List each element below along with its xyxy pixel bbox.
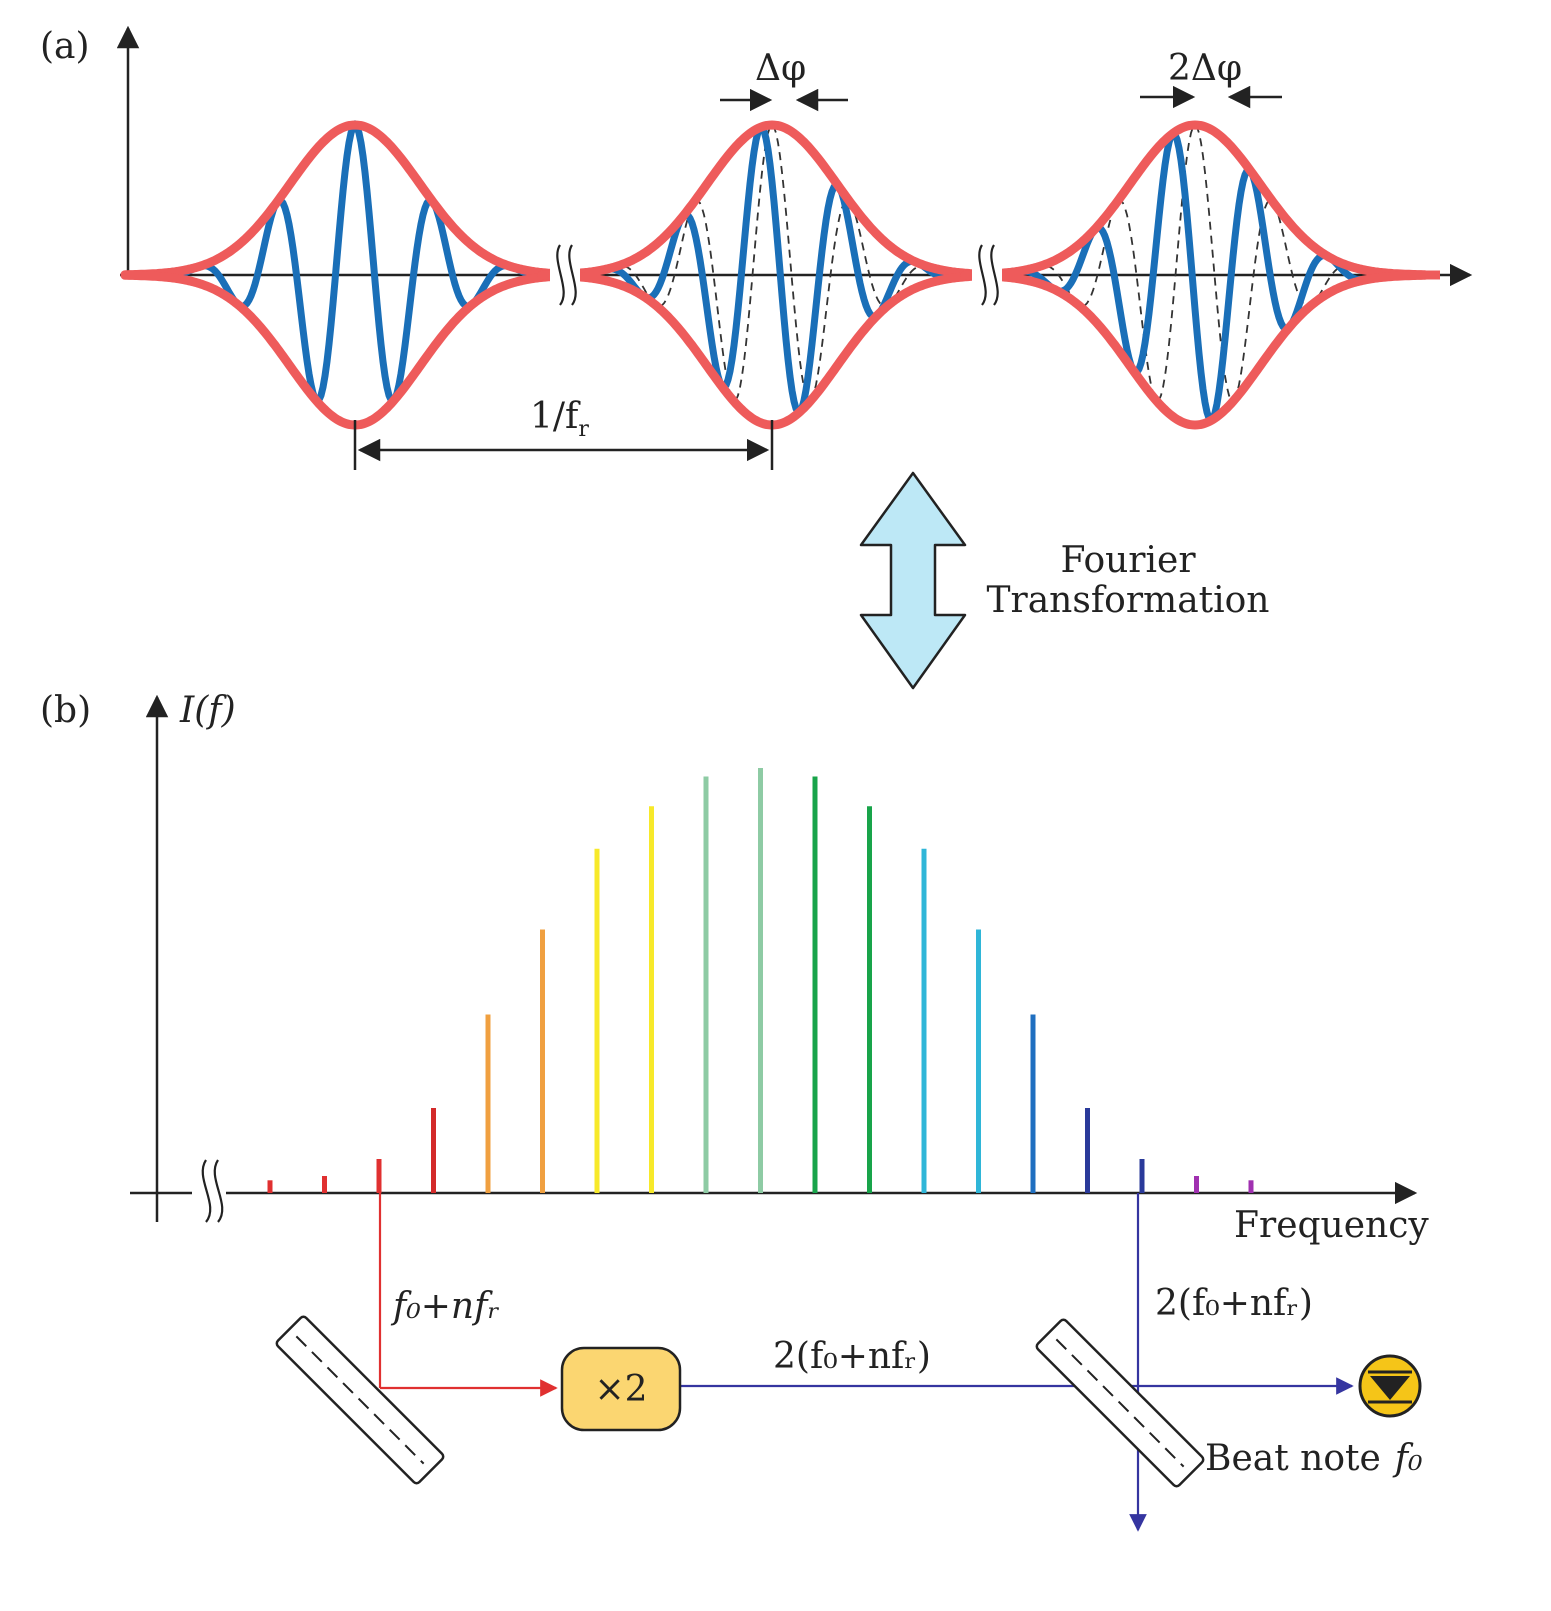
period-label-sub: r <box>578 417 589 442</box>
beat-note-text: Beat note <box>1205 1438 1381 1479</box>
period-label: 1/fr <box>530 396 589 442</box>
period-label-main: 1/f <box>530 396 581 437</box>
axis-break-a2 <box>972 244 1002 306</box>
carrier-wave-1 <box>125 120 585 406</box>
doubler-label: ×2 <box>594 1369 647 1410</box>
reference-carrier-3 <box>965 123 1425 403</box>
envelope-upper-2 <box>537 120 1007 280</box>
beam-splitter-right <box>1035 1318 1205 1488</box>
doubled-beam-label: 2(f₀+nfᵣ) <box>773 1336 931 1377</box>
envelope-upper-3 <box>960 120 1430 280</box>
phase-slip-label-1: Δφ <box>755 48 806 89</box>
envelope-upper-1 <box>120 120 590 280</box>
beat-note-symbol: f₀ <box>1392 1438 1423 1479</box>
envelope-lower-2 <box>537 270 1007 430</box>
carrier-wave-3 <box>965 128 1426 426</box>
frequency-doubler <box>560 1346 682 1432</box>
photodiode-icon <box>1358 1354 1422 1418</box>
panel-a-label: (a) <box>40 26 90 67</box>
beam-splitter-left <box>275 1315 445 1485</box>
fourier-label-2: Transformation <box>987 580 1270 621</box>
y-axis-label: I(f) <box>179 690 236 731</box>
beat-note-label: Beat note f₀ <box>1205 1438 1423 1479</box>
axis-break-a1 <box>550 244 580 306</box>
fourier-double-arrow <box>859 471 967 690</box>
x-axis-label: Frequency <box>1234 1205 1429 1246</box>
blue-tap-label: 2(f₀+nfᵣ) <box>1155 1283 1313 1324</box>
axis-break-b <box>192 1159 226 1223</box>
red-beam-label: f₀+nfᵣ <box>390 1286 500 1327</box>
phase-slip-label-2: 2Δφ <box>1168 48 1242 89</box>
fourier-label-1: Fourier <box>1060 540 1196 581</box>
panel-b-label: (b) <box>40 690 91 731</box>
frequency-comb <box>267 768 1254 1193</box>
envelope-lower-3 <box>960 270 1430 430</box>
envelope-lower-1 <box>120 270 590 430</box>
